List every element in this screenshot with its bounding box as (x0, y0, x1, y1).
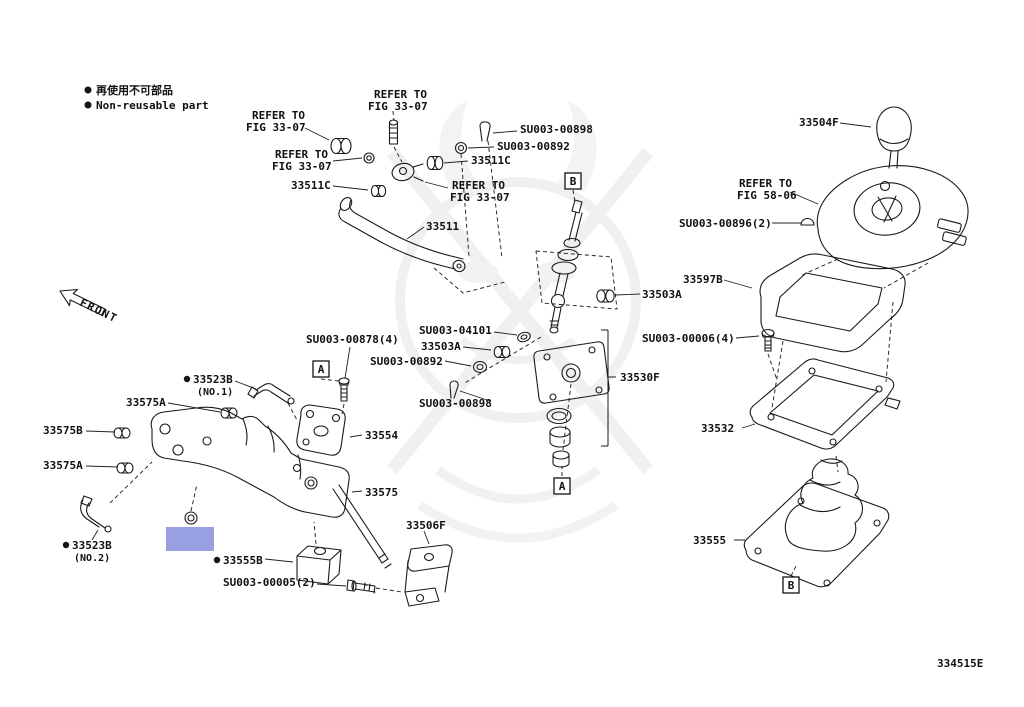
part-label-su003-00892-top[interactable]: SU003-00892 (497, 140, 570, 153)
bracket-33575-drawing (150, 406, 350, 518)
bushing-33575a-top (220, 407, 238, 419)
non-reusable-dot-33523b-no1 (183, 375, 191, 383)
part-label-33597b[interactable]: 33597B (683, 273, 723, 286)
part-label-su003-00006[interactable]: SU003-00006(4) (642, 332, 735, 345)
label-refer-top: REFER TO FIG 33-07 (368, 88, 434, 113)
part-label-33554[interactable]: 33554 (365, 429, 398, 442)
non-reusable-dot-33523b-no2 (62, 541, 70, 549)
marker-b-top-letter: B (570, 175, 577, 188)
console-panel-fig58-06 (816, 165, 969, 270)
part-label-33575a-left[interactable]: 33575A (43, 459, 83, 472)
clip-su003-00898-top (479, 121, 491, 142)
part-label-33504f[interactable]: 33504F (799, 116, 839, 129)
plate-33554-drawing (296, 404, 346, 456)
part-label-su003-00878[interactable]: SU003-00878(4) (306, 333, 399, 346)
boot-plate-33555-drawing (743, 458, 890, 588)
part-label-33532[interactable]: 33532 (701, 422, 734, 435)
bolt-su003-00006 (761, 328, 775, 352)
bolt-su003-00878 (338, 377, 350, 402)
part-label-33575b[interactable]: 33575B (43, 424, 83, 437)
part-label-33555[interactable]: 33555 (693, 534, 726, 547)
part-label-33555b[interactable]: 33555B (223, 554, 263, 567)
part-note-no1: (NO.1) (197, 387, 233, 398)
marker-b-bottom-right: B (782, 576, 800, 594)
bracket-33506f-drawing (404, 544, 453, 607)
part-label-su003-04101[interactable]: SU003-04101 (419, 324, 492, 337)
clip-su003-00898-mid (449, 380, 459, 399)
part-label-33523b-no1[interactable]: 33523B (193, 373, 233, 386)
legend-jp-text: 再使用不可部品 (96, 83, 173, 97)
washer-upper-mid (363, 152, 375, 164)
part-label-33503a-left[interactable]: 33503A (421, 340, 461, 353)
label-refer-mid: REFER TO FIG 33-07 (450, 179, 512, 204)
grommet-su003-00892-mid (472, 360, 488, 374)
part-label-su003-00896[interactable]: SU003-00896(2) (679, 217, 772, 230)
doc-number: 334515E (937, 657, 983, 670)
highlight-box (166, 527, 214, 551)
button-su003-00896 (800, 217, 815, 226)
block-33555b-drawing (296, 545, 342, 585)
part-label-33511c-left[interactable]: 33511C (291, 179, 331, 192)
watermark-logo (386, 100, 654, 543)
leader-lines (85, 122, 872, 587)
bolt-top (388, 119, 399, 145)
frame-33532-drawing (749, 358, 901, 450)
marker-a-bottom: A (553, 477, 571, 495)
bushing-33503a-left (493, 345, 511, 359)
plate-33530f-group (533, 341, 610, 468)
part-label-su003-00892-mid[interactable]: SU003-00892 (370, 355, 443, 368)
bushing-33511c-right (426, 155, 444, 171)
bushing-33575b (113, 427, 131, 439)
link-33523b-no1-drawing (247, 383, 295, 405)
front-label: FRONT (78, 296, 120, 325)
bushing-33511c-left (370, 184, 387, 198)
non-reusable-dot-33555b (213, 556, 221, 564)
legend-en-text: Non-reusable part (96, 99, 209, 112)
rod-end-housing (391, 162, 424, 182)
part-label-33506f[interactable]: 33506F (406, 519, 446, 532)
legend: 再使用不可部品 Non-reusable part (84, 83, 209, 112)
washer-su003-00892-top (454, 141, 468, 155)
shift-lever-assembly (549, 199, 583, 334)
rod-33511-drawing (338, 197, 466, 273)
marker-a-bottom-letter: A (559, 480, 566, 493)
part-label-33530f[interactable]: 33530F (620, 371, 660, 384)
label-refer-right: REFER TO FIG 58-06 (737, 177, 799, 202)
bracket-line-33530f (601, 329, 615, 447)
marker-b-top: B (564, 172, 582, 190)
front-arrow-icon (59, 288, 106, 316)
marker-b-bottom-right-letter: B (788, 579, 795, 592)
link-33523b-no2-drawing (80, 495, 112, 533)
part-label-su003-00898-top[interactable]: SU003-00898 (520, 123, 593, 136)
bolt-su003-00005 (346, 579, 376, 594)
part-note-no2: (NO.2) (74, 553, 110, 564)
washer-su003-04101 (517, 331, 531, 343)
part-label-33511c-right[interactable]: 33511C (471, 154, 511, 167)
bushing-upper-left (330, 137, 352, 155)
part-label-33503a-right[interactable]: 33503A (642, 288, 682, 301)
part-label-su003-00898-mid[interactable]: SU003-00898 (419, 397, 492, 410)
non-reusable-dot-legend-jp (84, 86, 92, 94)
knob-33504f-drawing (876, 106, 912, 169)
bushing-33575a-left (116, 462, 134, 474)
marker-a-mid-letter: A (318, 363, 325, 376)
cable-rod-drawing (332, 484, 392, 569)
front-direction: FRONT (59, 288, 120, 326)
part-label-33523b-no2[interactable]: 33523B (72, 539, 112, 552)
assembly-dashed-lines (109, 110, 929, 593)
part-label-su003-00005[interactable]: SU003-00005(2) (223, 576, 316, 589)
label-refer-left: REFER TO FIG 33-07 (272, 148, 335, 173)
part-label-33575[interactable]: 33575 (365, 486, 398, 499)
bushing-33503a-right (596, 289, 615, 303)
bezel-33597b-drawing (759, 253, 906, 353)
marker-a-mid: A (312, 360, 330, 378)
part-label-33575a-top[interactable]: 33575A (126, 396, 166, 409)
label-refer-upper-left: REFER TO FIG 33-07 (246, 109, 312, 134)
non-reusable-dot-legend-en (84, 101, 92, 109)
part-label-33511[interactable]: 33511 (426, 220, 459, 233)
grommet-center (184, 511, 198, 525)
